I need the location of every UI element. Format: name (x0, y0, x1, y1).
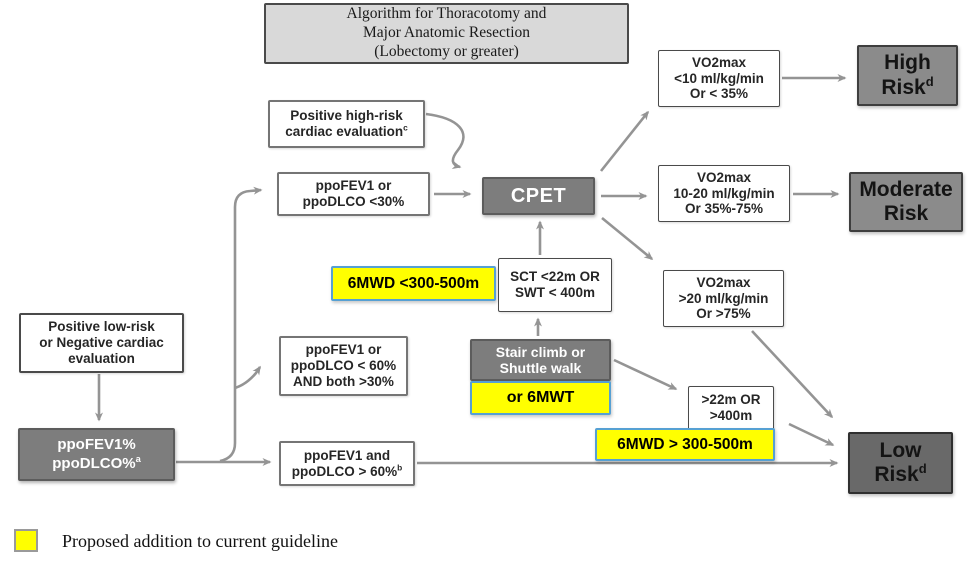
node-sct-swt: SCT <22m OR SWT < 400m (498, 258, 612, 312)
node-6mwd-lt300-500: 6MWD <300-500m (331, 266, 496, 301)
node-text: >400m (709, 408, 753, 423)
node-vo2max-10-20: VO2max 10-20 ml/kg/min Or 35%-75% (658, 165, 790, 222)
node-vo2max-lt10: VO2max <10 ml/kg/min Or < 35% (658, 50, 780, 107)
legend-yellow-swatch (14, 529, 38, 552)
title-line: Algorithm for Thoracotomy and (346, 5, 547, 23)
node-text: SCT <22m OR (510, 269, 600, 285)
arrow-stair-to-gt22m (613, 358, 678, 391)
node-text: VO2max (696, 274, 751, 290)
superscript: a (135, 453, 141, 464)
node-text: Riskd (874, 461, 927, 486)
connector-branch-to-ppofev60 (234, 365, 262, 390)
node-stair-climb-shuttle-walk: Stair climb or Shuttle walk (470, 339, 611, 381)
superscript: b (397, 462, 403, 472)
node-text: ppoFEV1 or (305, 342, 382, 358)
node-text: High (884, 51, 931, 75)
node-ppofev1-ppodlco-percent: ppoFEV1% ppoDLCO%a (18, 428, 175, 481)
node-text: cardiac evaluationc (285, 122, 408, 139)
node-ppofev1-ppodlco-lt60: ppoFEV1 or ppoDLCO < 60% AND both >30% (279, 336, 408, 396)
title-line: Major Anatomic Resection (362, 24, 531, 42)
node-text: 6MWD <300-500m (347, 274, 480, 292)
node-moderate-risk: Moderate Risk (849, 172, 963, 232)
node-text: <10 ml/kg/min (674, 70, 764, 86)
superscript: d (925, 73, 934, 89)
node-ppofev1-ppodlco-lt30: ppoFEV1 or ppoDLCO <30% (277, 172, 430, 216)
node-gt22m-gt400m: >22m OR >400m (688, 386, 774, 430)
node-vo2max-gt20: VO2max >20 ml/kg/min Or >75% (663, 270, 784, 327)
node-text: ppoDLCO < 60% (290, 358, 397, 374)
node-text: >22m OR (701, 392, 761, 408)
node-text: Positive high-risk (290, 108, 403, 124)
node-text: ppoDLCO%a (52, 453, 141, 472)
node-text: Or >75% (696, 306, 751, 322)
node-positive-low-risk-cardiac: Positive low-risk or Negative cardiac ev… (19, 313, 184, 373)
node-text: ppoDLCO <30% (302, 194, 405, 209)
node-text: Positive low-risk (48, 319, 155, 335)
node-cpet: CPET (482, 177, 595, 215)
node-text: 10-20 ml/kg/min (673, 185, 775, 201)
node-text: >20 ml/kg/min (678, 290, 769, 306)
node-high-risk: High Riskd (857, 45, 958, 106)
arrow-cpet-to-vo2max-lt10 (599, 110, 650, 172)
node-text: SWT < 400m (515, 285, 595, 300)
node-positive-high-risk-cardiac: Positive high-risk cardiac evaluationc (268, 100, 425, 148)
node-low-risk: Low Riskd (848, 432, 953, 494)
node-text: ppoFEV1% (57, 435, 136, 453)
node-text: AND both >30% (293, 373, 394, 389)
arrow-vo2max-gt20-to-low-risk (751, 330, 834, 419)
node-text: or Negative cardiac (39, 335, 164, 351)
node-text: evaluation (68, 350, 135, 366)
node-text: Stair climb or (495, 344, 586, 360)
node-text: Or 35%-75% (684, 201, 764, 217)
node-text: Or < 35% (689, 86, 749, 102)
node-text: or 6MWT (506, 389, 575, 406)
node-ppofev1-ppodlco-gt60: ppoFEV1 and ppoDLCO > 60%b (279, 441, 415, 486)
node-text: ppoDLCO > 60%b (291, 462, 403, 479)
title-box: Algorithm for Thoracotomy and Major Anat… (264, 3, 629, 64)
arrow-highrisk-cardiac-to-cpet (425, 112, 465, 170)
node-or-6mwt: or 6MWT (470, 381, 611, 415)
node-text: ppoFEV1 and (303, 447, 391, 463)
node-text: Moderate (859, 177, 953, 201)
arrow-cpet-to-vo2max-gt20 (601, 216, 654, 261)
node-text: Low (879, 438, 922, 462)
node-text: ppoFEV1 or (315, 178, 392, 194)
node-text: VO2max (696, 169, 752, 185)
superscript: d (918, 461, 927, 476)
node-text: Shuttle walk (499, 360, 582, 376)
node-text: VO2max (691, 54, 747, 70)
connector-branch-up-to-ppofev30 (219, 186, 263, 463)
superscript: c (403, 122, 408, 133)
node-6mwd-gt300-500: 6MWD > 300-500m (595, 428, 775, 461)
node-text: Riskd (881, 73, 934, 99)
legend-label: Proposed addition to current guideline (62, 531, 338, 551)
node-text: CPET (510, 184, 567, 207)
node-text: 6MWD > 300-500m (617, 435, 753, 453)
title-line: (Lobectomy or greater) (374, 42, 519, 60)
arrow-gt22m-to-low-risk (788, 422, 835, 447)
node-text: Risk (883, 202, 929, 225)
